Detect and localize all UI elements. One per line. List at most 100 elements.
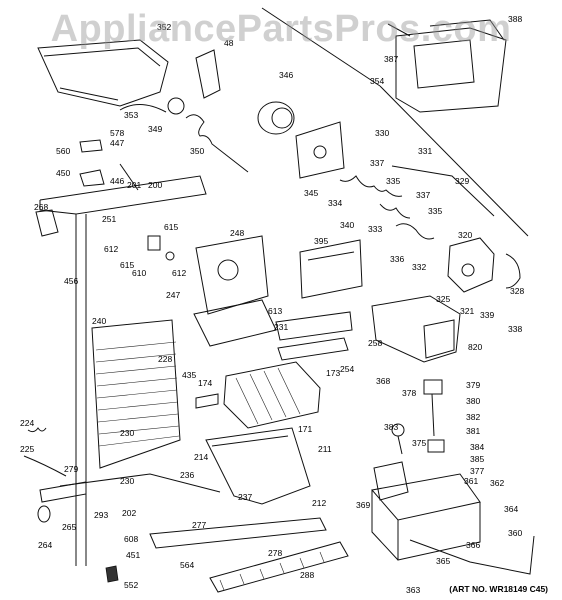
callout-345: 345 xyxy=(304,188,318,198)
kick-plate-288 xyxy=(209,541,349,593)
callout-360: 360 xyxy=(508,528,522,538)
callout-446: 446 xyxy=(110,176,124,186)
wire-basket-171 xyxy=(223,361,321,429)
callout-337b: 337 xyxy=(416,190,430,200)
callout-173: 173 xyxy=(326,368,340,378)
roller-264 xyxy=(37,505,51,523)
callout-363: 363 xyxy=(406,585,420,595)
cable-353 xyxy=(119,104,167,113)
art-number: (ART NO. WR18149 C45) xyxy=(449,584,548,594)
heater-383 xyxy=(391,423,405,455)
callout-388: 388 xyxy=(508,14,522,24)
callout-564: 564 xyxy=(180,560,194,570)
callout-336: 336 xyxy=(390,254,404,264)
callout-288: 288 xyxy=(300,570,314,580)
callout-377: 377 xyxy=(470,466,484,476)
bracket-174 xyxy=(195,393,219,409)
callout-456: 456 xyxy=(64,276,78,286)
auger-349-350 xyxy=(167,97,249,173)
icemaker-mold-325 xyxy=(447,237,521,293)
callout-171: 171 xyxy=(298,424,312,434)
callout-382: 382 xyxy=(466,412,480,422)
rod-329 xyxy=(391,165,495,217)
callout-228: 228 xyxy=(158,354,172,364)
callout-201: 201 xyxy=(127,180,141,190)
callout-338: 338 xyxy=(508,324,522,334)
callout-364: 364 xyxy=(504,504,518,514)
callout-447: 447 xyxy=(110,138,124,148)
callout-212: 212 xyxy=(312,498,326,508)
callout-450: 450 xyxy=(56,168,70,178)
callout-368: 368 xyxy=(376,376,390,386)
callout-334: 334 xyxy=(328,198,342,208)
callout-378: 378 xyxy=(402,388,416,398)
callout-48: 48 xyxy=(224,38,234,48)
callout-225: 225 xyxy=(20,444,34,454)
rail-277 xyxy=(149,517,327,549)
callout-612a: 612 xyxy=(104,244,118,254)
callout-346: 346 xyxy=(279,70,293,80)
callout-251: 251 xyxy=(102,214,116,224)
callout-320: 320 xyxy=(458,230,472,240)
callout-375: 375 xyxy=(412,438,426,448)
callout-335b: 335 xyxy=(428,206,442,216)
callout-247: 247 xyxy=(166,290,180,300)
callout-331: 331 xyxy=(418,146,432,156)
callout-349: 349 xyxy=(148,124,162,134)
bracket-279 xyxy=(39,481,87,503)
callout-615a: 615 xyxy=(164,222,178,232)
cabinet-frame-456 xyxy=(39,175,221,566)
callout-293: 293 xyxy=(94,510,108,520)
callout-352: 352 xyxy=(157,22,171,32)
callout-451: 451 xyxy=(126,550,140,560)
callout-236: 236 xyxy=(180,470,194,480)
linkage-337-335 xyxy=(339,175,435,240)
door-assembly-388 xyxy=(395,19,507,113)
ice-bin-211 xyxy=(205,427,311,505)
fan-housing-247 xyxy=(193,235,277,347)
ice-bucket-352 xyxy=(37,39,169,107)
callout-277: 277 xyxy=(192,520,206,530)
evaporator-228 xyxy=(91,319,181,469)
switch-assembly-378-385 xyxy=(423,379,445,453)
callout-237: 237 xyxy=(238,492,252,502)
callout-613: 613 xyxy=(268,306,282,316)
mounting-plate-345 xyxy=(295,121,345,179)
callout-608: 608 xyxy=(124,534,138,544)
callout-329: 329 xyxy=(455,176,469,186)
callout-353: 353 xyxy=(124,110,138,120)
callout-337a: 337 xyxy=(370,158,384,168)
callout-387: 387 xyxy=(384,54,398,64)
callout-340: 340 xyxy=(340,220,354,230)
callout-240: 240 xyxy=(92,316,106,326)
callout-361: 361 xyxy=(464,476,478,486)
callout-395: 395 xyxy=(314,236,328,246)
callout-200: 200 xyxy=(148,180,162,190)
callout-264: 264 xyxy=(38,540,52,550)
bracket-48 xyxy=(195,49,221,99)
leader-lines xyxy=(119,7,529,237)
callout-268: 268 xyxy=(34,202,48,212)
callout-552: 552 xyxy=(124,580,138,590)
callout-384: 384 xyxy=(470,442,484,452)
valve-369 xyxy=(373,461,409,501)
callout-174: 174 xyxy=(198,378,212,388)
hinge-268 xyxy=(35,209,59,237)
callout-820: 820 xyxy=(468,342,482,352)
icemaker-820 xyxy=(371,295,461,363)
callout-330: 330 xyxy=(375,128,389,138)
callout-612b: 612 xyxy=(172,268,186,278)
callout-383: 383 xyxy=(384,422,398,432)
compressor-plate-360 xyxy=(371,473,535,575)
callout-325: 325 xyxy=(436,294,450,304)
callout-230a: 230 xyxy=(120,428,134,438)
sensor-615-610 xyxy=(147,235,175,261)
control-panel-395 xyxy=(299,239,363,299)
callout-369: 369 xyxy=(356,500,370,510)
callout-339: 339 xyxy=(480,310,494,320)
callout-214: 214 xyxy=(194,452,208,462)
callout-365: 365 xyxy=(436,556,450,566)
callout-379: 379 xyxy=(466,380,480,390)
